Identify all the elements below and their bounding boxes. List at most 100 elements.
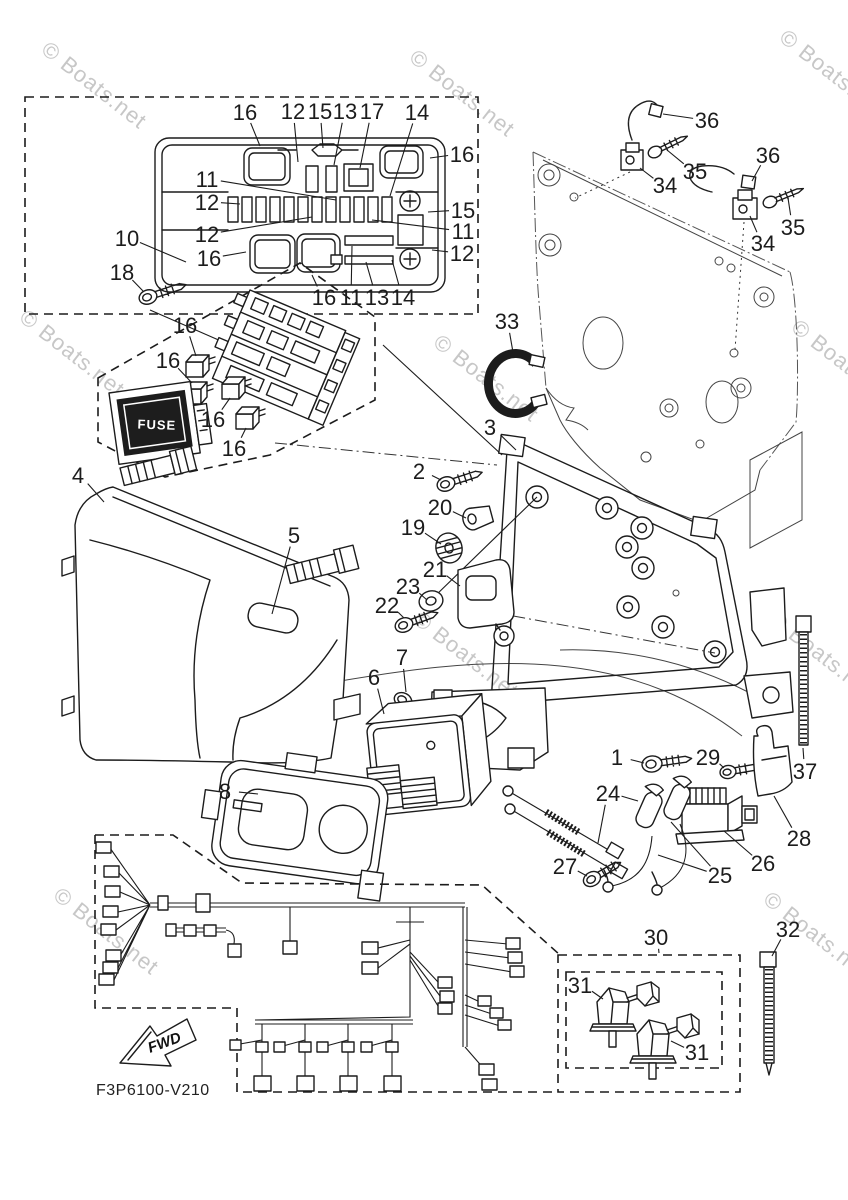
- callout-leader: [630, 759, 645, 764]
- callout-18[interactable]: 18: [110, 260, 134, 285]
- callout-35[interactable]: 35: [683, 159, 707, 184]
- callout-leader: [371, 219, 450, 231]
- callout-16[interactable]: 16: [233, 100, 257, 125]
- callout-37[interactable]: 37: [793, 759, 817, 784]
- callout-20[interactable]: 20: [428, 495, 452, 520]
- callout-25[interactable]: 25: [708, 863, 732, 888]
- callout-16[interactable]: 16: [197, 246, 221, 271]
- callout-8[interactable]: 8: [219, 779, 231, 804]
- callout-19[interactable]: 19: [401, 515, 425, 540]
- callout-15[interactable]: 15: [451, 198, 475, 223]
- callout-16[interactable]: 16: [201, 407, 225, 432]
- callout-10[interactable]: 10: [115, 226, 139, 251]
- callout-11[interactable]: 11: [340, 285, 363, 310]
- part-code: F3P6100-V210: [96, 1082, 210, 1099]
- washer-23: [418, 590, 444, 612]
- callout-7[interactable]: 7: [396, 645, 408, 670]
- callout-leader: [220, 216, 313, 233]
- callout-16[interactable]: 16: [173, 313, 197, 338]
- callout-leader: [418, 592, 428, 601]
- callout-27[interactable]: 27: [553, 854, 577, 879]
- plug-wires-24: [502, 785, 629, 880]
- callout-leader: [657, 854, 707, 872]
- callout-28[interactable]: 28: [787, 826, 811, 851]
- callout-12[interactable]: 12: [195, 190, 219, 215]
- callout-24[interactable]: 24: [596, 781, 620, 806]
- ecu-assembly: [365, 687, 549, 816]
- callout-3[interactable]: 3: [484, 415, 496, 440]
- callout-13[interactable]: 13: [333, 99, 357, 124]
- callout-leader: [452, 511, 467, 519]
- watermark-text: © Boats.net: [37, 36, 152, 133]
- callout-16[interactable]: 16: [312, 285, 336, 310]
- bolt-1: [641, 754, 693, 773]
- callout-leader: [365, 261, 374, 286]
- callout-16[interactable]: 16: [222, 436, 246, 461]
- fuse-box-assembly: FUSE: [97, 262, 503, 478]
- callout-leader: [749, 215, 758, 233]
- screw-35b: [762, 187, 805, 209]
- callout-34[interactable]: 34: [751, 231, 775, 256]
- callout-23[interactable]: 23: [396, 574, 420, 599]
- callout-31[interactable]: 31: [568, 973, 592, 998]
- cover-connector-b: [285, 544, 360, 585]
- callout-leader: [802, 747, 805, 760]
- callout-12[interactable]: 12: [195, 222, 219, 247]
- callout-leader: [719, 763, 725, 769]
- callout-2[interactable]: 2: [413, 459, 425, 484]
- callout-35[interactable]: 35: [781, 215, 805, 240]
- callout-36[interactable]: 36: [695, 108, 719, 133]
- callout-1[interactable]: 1: [611, 745, 623, 770]
- clamp-34a: [620, 142, 644, 171]
- callout-34[interactable]: 34: [653, 173, 677, 198]
- callout-31[interactable]: 31: [685, 1040, 709, 1065]
- callout-leader: [723, 830, 753, 856]
- callout-leader: [773, 795, 793, 828]
- coil-group: [502, 615, 812, 896]
- callout-17[interactable]: 17: [360, 99, 384, 124]
- callout-11[interactable]: 11: [452, 219, 475, 244]
- callout-leader: [787, 197, 792, 216]
- callout-12[interactable]: 12: [281, 99, 305, 124]
- callout-leader: [662, 113, 694, 119]
- callout-5[interactable]: 5: [288, 523, 300, 548]
- callout-15[interactable]: 15: [308, 99, 332, 124]
- callout-13[interactable]: 13: [365, 285, 389, 310]
- callout-11[interactable]: 11: [196, 167, 219, 192]
- callout-12[interactable]: 12: [450, 241, 474, 266]
- callout-33[interactable]: 33: [495, 309, 519, 334]
- callout-leader: [177, 367, 193, 384]
- callout-leader: [293, 122, 299, 163]
- callout-leader: [591, 990, 604, 1000]
- callout-14[interactable]: 14: [391, 285, 415, 310]
- callout-leader: [320, 122, 324, 149]
- callout-16[interactable]: 16: [450, 142, 474, 167]
- relay-kit-box: [557, 951, 777, 1093]
- relay-31b: [629, 1013, 700, 1080]
- callout-leader: [377, 688, 385, 715]
- callout-22[interactable]: 22: [375, 593, 399, 618]
- grommet-33: [483, 349, 548, 418]
- watermark-text: © Boats.net: [405, 44, 520, 141]
- callout-29[interactable]: 29: [696, 745, 720, 770]
- callout-16[interactable]: 16: [156, 348, 180, 373]
- fuse-cover-label: FUSE: [137, 417, 176, 433]
- callout-14[interactable]: 14: [405, 100, 429, 125]
- callout-32[interactable]: 32: [776, 917, 800, 942]
- engine-apron-phantom: [299, 151, 803, 737]
- callout-leader: [221, 397, 231, 410]
- callout-21[interactable]: 21: [423, 557, 447, 582]
- callout-4[interactable]: 4: [72, 463, 84, 488]
- callout-6[interactable]: 6: [368, 665, 380, 690]
- callout-leader: [403, 668, 407, 693]
- bolt-29: [719, 763, 760, 780]
- relay-31a: [589, 981, 660, 1048]
- bracket-28: [752, 724, 793, 797]
- callout-36[interactable]: 36: [756, 143, 780, 168]
- callout-26[interactable]: 26: [751, 851, 775, 876]
- screw-35a: [647, 135, 689, 159]
- callout-leader: [431, 475, 442, 481]
- callout-30[interactable]: 30: [644, 925, 668, 950]
